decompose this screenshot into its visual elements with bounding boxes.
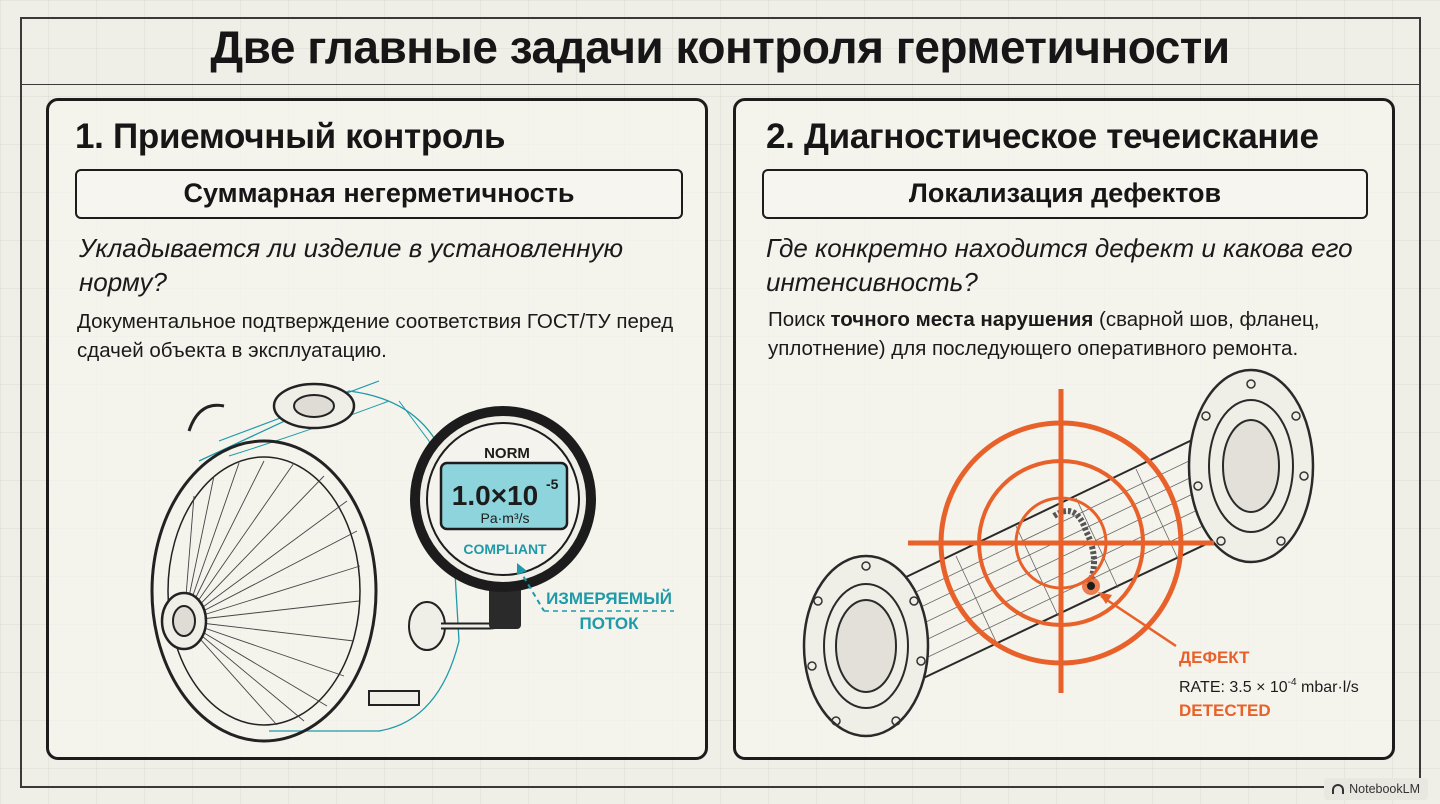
description-end: (сварной шов, фланец, уплотнение) для по… [768,308,1320,360]
defect-label: ДЕФЕКТ [1179,648,1250,667]
gauge-status: COMPLIANT [463,541,547,557]
flow-callout: ИЗМЕРЯЕМЫЙ ПОТОК [517,563,674,633]
pressure-vessel-icon [150,380,513,743]
description-start: Поиск [768,308,831,331]
defect-status: DETECTED [1179,701,1271,720]
gauge-label: NORM [484,445,530,462]
callout-line1: ИЗМЕРЯЕМЫЙ [546,589,672,608]
frame-left [20,17,22,787]
rate-prefix: RATE: 3.5 × 10 [1179,679,1288,696]
gauge-exponent: -5 [546,476,559,492]
panel-question: Где конкретно находится дефект и какова … [766,233,1353,297]
frame-right [1419,17,1421,787]
frame-top [20,17,1420,19]
callout-line2: ПОТОК [579,614,639,633]
defect-arrow [1100,594,1177,648]
gauge-unit: Pa·m³/s [481,510,530,526]
panel-description: Поиск точного места нарушения (сварной ш… [768,305,1388,363]
badge-text: NotebookLM [1349,782,1420,796]
gauge-value: 1.0×10 [452,480,538,511]
vessel-with-gauge-illustration: NORM 1.0×10 -5 Pa·m³/s COMPLIANT ИЗМЕРЯЕ… [150,380,674,743]
description-emphasis: точного места нарушения [830,308,1094,331]
notebooklm-badge: NotebookLM [1324,778,1428,800]
panel-title: 2. Диагностическое течеискание [766,117,1319,156]
panel-subtitle-box: Суммарная негерметичность [75,169,683,219]
pipe-defect-illustration: ДЕФЕКТ RATE: 3.5 × 10-4 mbar·l/s DETECTE… [802,368,1359,738]
frame-divider [20,84,1420,85]
leak-gauge-icon: NORM 1.0×10 -5 Pa·m³/s COMPLIANT [410,406,596,629]
rate-unit: mbar·l/s [1297,679,1359,696]
rate-exponent: -4 [1288,677,1297,688]
page-title: Две главные задачи контроля герметичност… [210,21,1230,73]
target-crosshair-icon [908,389,1214,693]
frame-bottom [20,786,1420,788]
defect-spark-icon [1082,577,1100,595]
panel-subtitle-box: Локализация дефектов [762,169,1368,219]
defect-rate: RATE: 3.5 × 10-4 mbar·l/s [1179,677,1359,696]
panel-diagnostic-leak-detection: 2. Диагностическое течеискание Локализац… [733,98,1395,760]
panel-title: 1. Приемочный контроль [75,117,506,156]
panel-acceptance-control: 1. Приемочный контроль Суммарная негерме… [46,98,708,760]
notebook-logo-icon [1332,784,1345,794]
panel-description: Документальное подтверждение соответстви… [77,310,674,362]
panel-question: Укладывается ли изделие в установленную … [79,233,624,297]
